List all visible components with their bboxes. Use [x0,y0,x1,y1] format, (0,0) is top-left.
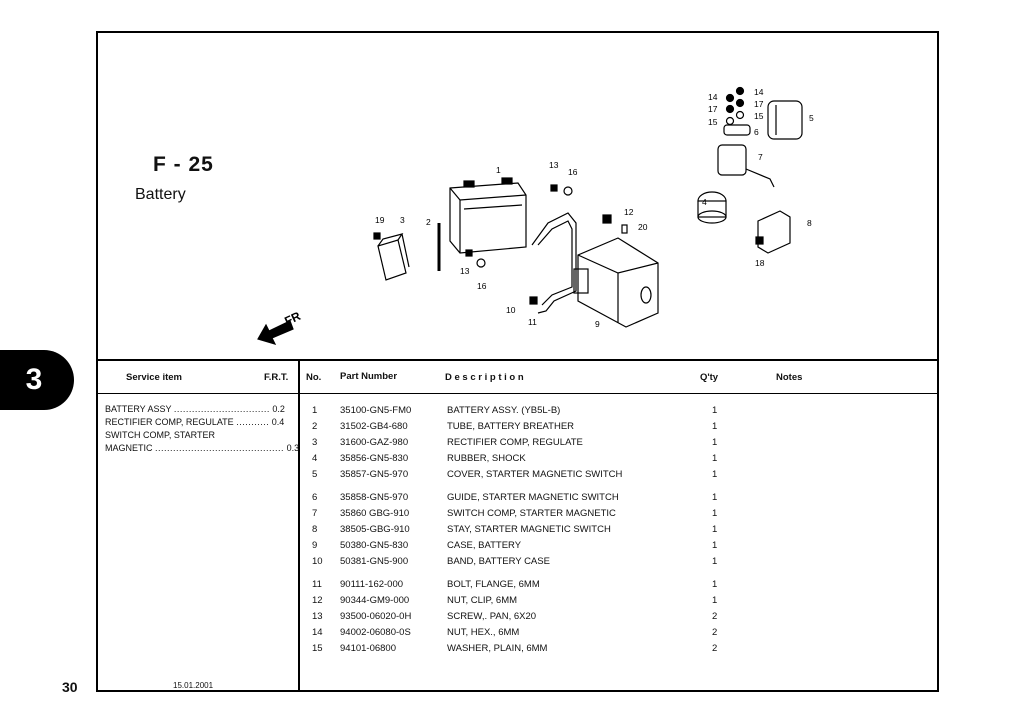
callout-10: 10 [506,305,516,315]
callout-2: 2 [426,217,431,227]
front-arrow-label: FR [282,309,303,329]
header-notes: Notes [776,372,803,383]
callout-8: 8 [807,218,812,228]
callout-13b: 13 [460,266,470,276]
header-part-number: Part Number [340,371,398,382]
service-item: MAGNETIC ...............................… [105,443,300,453]
revision-date: 15.01.2001 [173,681,214,690]
figure-code: F - 25 [153,153,214,176]
callout-18: 18 [755,258,765,268]
callout-14b: 14 [754,87,764,97]
callout-16a: 16 [568,167,578,177]
callout-17a: 17 [708,104,718,114]
battery-drawing [449,177,527,254]
header-description: D e s c r i p t i o n [445,372,524,383]
header-frt: F.R.T. [264,372,289,383]
header-divider [98,393,937,394]
figure-title: Battery [135,186,186,203]
starter-switch-drawing [697,100,803,254]
battery-case-drawing [573,237,659,328]
service-item: BATTERY ASSY ...........................… [105,404,285,414]
callout-16b: 16 [477,281,487,291]
battery-band-drawing [531,212,577,314]
service-item: SWITCH COMP, STARTER [105,430,216,440]
callout-19: 19 [375,215,385,225]
parts-page-frame: F - 25 Battery [96,31,939,692]
callout-15a: 15 [708,117,718,127]
callout-4: 4 [702,197,707,207]
callout-1: 1 [496,165,501,175]
diagram-divider [98,359,937,361]
exploded-diagram: F - 25 Battery [98,33,937,360]
header-qty: Q'ty [700,372,719,383]
callout-6: 6 [754,127,759,137]
callout-13a: 13 [549,160,559,170]
callout-12: 12 [624,207,634,217]
callout-11: 11 [528,317,537,327]
rectifier-drawing [377,233,410,281]
page-number: 30 [62,679,78,695]
callout-3: 3 [400,215,405,225]
front-arrow-icon [257,320,294,345]
callout-15b: 15 [754,111,764,121]
callout-7: 7 [758,152,763,162]
column-divider [298,360,300,690]
callout-20: 20 [638,222,648,232]
callout-17b: 17 [754,99,764,109]
callout-14a: 14 [708,92,718,102]
header-service-item: Service item [126,372,182,383]
section-tab: 3 [0,350,74,410]
callout-9: 9 [595,319,600,329]
header-no: No. [306,372,322,383]
parts-illustration: 1 2 3 4 5 6 7 8 9 10 11 12 13 13 14 14 1… [257,86,814,345]
service-item: RECTIFIER COMP, REGULATE ........... 0.4 [105,417,285,427]
callout-5: 5 [809,113,814,123]
